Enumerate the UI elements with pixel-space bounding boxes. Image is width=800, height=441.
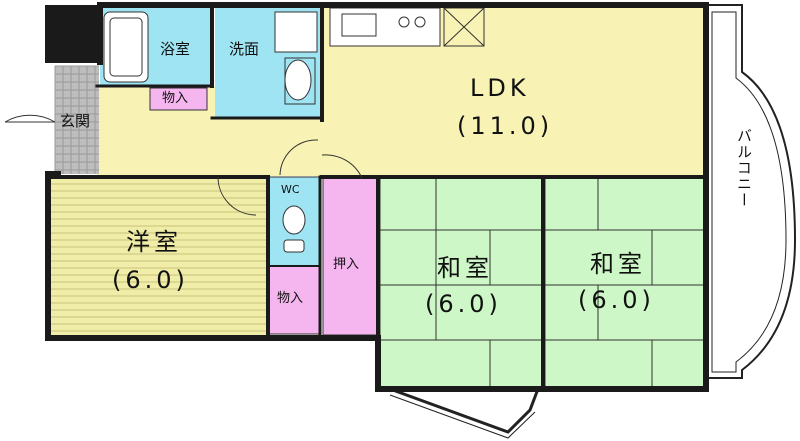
closet-hall-label: 物入 [162,91,189,106]
entrance-floor [55,66,99,174]
wash-basin [284,59,312,101]
closet-hall-floor [149,87,208,111]
bay-window [378,387,545,434]
closet-west-label: 物入 [277,291,304,306]
washitsu-2-floor [544,176,707,390]
youshitsu-wood-lines [50,183,266,332]
washing-machine [274,11,318,53]
balcony-label: バルコニー [735,128,753,208]
bathtub [103,11,149,83]
door-swings [4,114,363,216]
youshitsu-size: (6.0) [112,266,189,294]
stove-burner-2 [414,16,426,28]
washroom-label: 洗面 [229,40,260,58]
stove-burner-1 [398,16,410,28]
balcony-inner [711,11,787,373]
oshiire-floor [322,176,379,336]
youshitsu-floor [48,177,268,335]
toilet-label: WC [281,183,300,196]
oshiire-label: 押入 [333,257,360,272]
ldk-label: LDK [470,74,530,102]
washitsu-1-label: 和室 [437,254,493,282]
balcony [705,4,797,379]
washitsu-2-label: 和室 [590,250,646,278]
bathtub-inner [109,17,143,77]
washitsu-1-size: (6.0) [425,290,502,318]
washitsu-2-size: (6.0) [578,286,655,314]
walls [45,2,709,392]
toilet-tank [283,239,305,253]
vanity [284,57,316,105]
bath-label: 浴室 [160,40,191,58]
kitchen-sink [341,13,377,37]
toilet-bowl [282,205,306,235]
entrance-tiles [54,65,99,174]
ldk-size: (11.0) [457,112,554,140]
washitsu-1-floor [379,176,543,390]
entrance-label: 玄関 [60,112,91,130]
youshitsu-label: 洋室 [126,228,182,256]
